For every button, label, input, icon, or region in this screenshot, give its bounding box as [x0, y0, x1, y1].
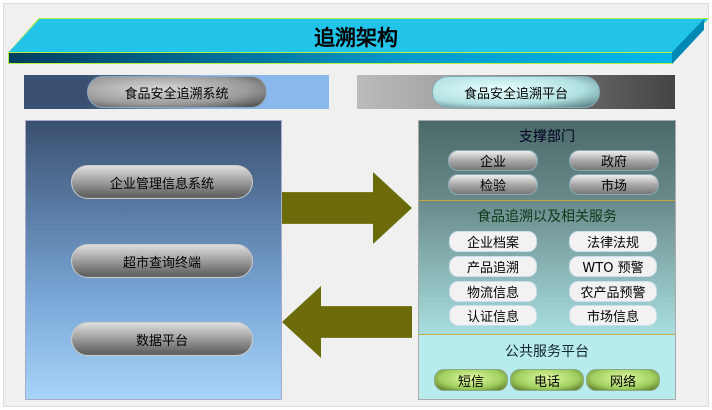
- support-section: 支撑部门 企业 政府 检验 市场: [419, 121, 675, 200]
- service-item: 市场信息: [569, 305, 657, 326]
- support-item: 检验: [448, 174, 538, 195]
- public-item: 网络: [586, 369, 660, 391]
- services-title: 食品追溯以及相关服务: [477, 209, 617, 225]
- service-item: 农产品预警: [569, 281, 657, 302]
- public-title: 公共服务平台: [505, 344, 589, 360]
- public-section: 公共服务平台 短信 电话 网络: [419, 334, 675, 399]
- support-item: 市场: [569, 174, 659, 195]
- left-header: 食品安全追溯系统: [24, 75, 329, 109]
- platform-panel: 支撑部门 企业 政府 检验 市场 食品追溯以及相关服务 企业档案 法律法规 产品…: [418, 120, 676, 400]
- service-item: WTO 预警: [569, 256, 657, 277]
- services-section: 食品追溯以及相关服务 企业档案 法律法规 产品追溯 WTO 预警 物流信息 农产…: [419, 200, 675, 334]
- public-item: 电话: [510, 369, 584, 391]
- service-item: 产品追溯: [449, 256, 537, 277]
- left-header-label: 食品安全追溯系统: [86, 76, 267, 108]
- service-item: 企业档案: [449, 231, 537, 252]
- system-item: 数据平台: [71, 322, 253, 356]
- system-panel: 企业管理信息系统 超市查询终端 数据平台: [25, 120, 282, 400]
- service-item: 认证信息: [449, 305, 537, 326]
- support-item: 企业: [448, 150, 538, 171]
- support-item: 政府: [569, 150, 659, 171]
- title-banner: [8, 19, 708, 53]
- system-item: 超市查询终端: [71, 244, 253, 278]
- diagram-title: 追溯架构: [314, 25, 398, 50]
- right-header: 食品安全追溯平台: [357, 75, 675, 109]
- service-item: 物流信息: [449, 281, 537, 302]
- support-title: 支撑部门: [519, 129, 575, 145]
- service-item: 法律法规: [569, 231, 657, 252]
- public-item: 短信: [434, 369, 508, 391]
- right-header-label: 食品安全追溯平台: [432, 76, 600, 108]
- system-item: 企业管理信息系统: [71, 165, 253, 199]
- title-banner-front: [8, 52, 673, 64]
